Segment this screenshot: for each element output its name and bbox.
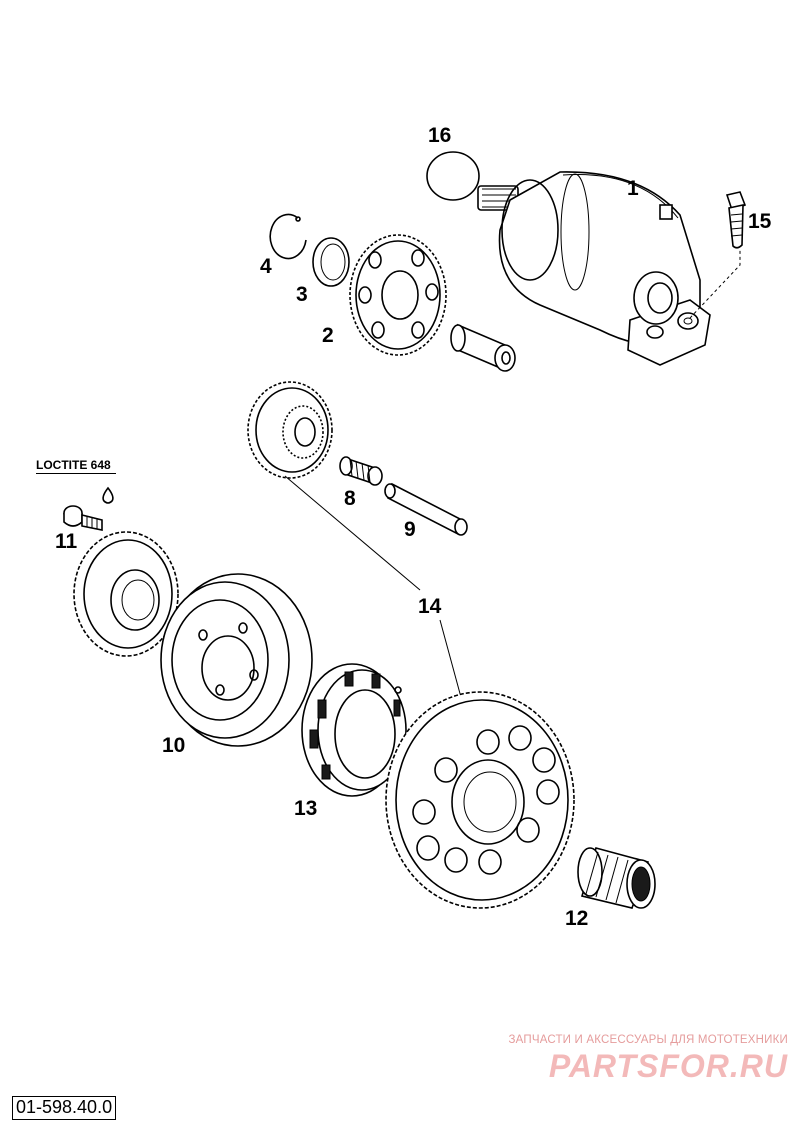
part-label-16: 16 xyxy=(428,124,452,147)
part-label-2: 2 xyxy=(322,324,334,347)
part-15-bolt xyxy=(725,191,747,249)
part-label-8: 8 xyxy=(344,487,356,510)
part-4-circlip xyxy=(269,213,307,260)
part-12-needle-bearing xyxy=(577,847,656,909)
part-1-starter-motor xyxy=(477,171,741,366)
loctite-note: LOCTITE 648 xyxy=(36,458,111,472)
part-label-13: 13 xyxy=(294,797,318,820)
part-label-4: 4 xyxy=(260,255,272,278)
part-10-flywheel-housing xyxy=(160,573,313,747)
part-16-o-ring xyxy=(426,151,480,201)
part-9-shaft xyxy=(384,482,468,536)
part-label-10: 10 xyxy=(162,734,186,757)
watermark-tagline: ЗАПЧАСТИ И АКСЕССУАРЫ ДЛЯ МОТОТЕХНИКИ xyxy=(508,1034,788,1046)
part-11-freewheel-gear xyxy=(73,531,179,657)
loctite-note-underline xyxy=(36,473,116,474)
part-label-12: 12 xyxy=(565,907,589,930)
part-11-screw xyxy=(63,505,103,531)
part-13-freewheel-ring xyxy=(301,663,407,797)
part-8-needle-bearing xyxy=(339,456,383,486)
part-label-1: 1 xyxy=(627,177,639,200)
part-label-14: 14 xyxy=(418,595,442,618)
part-label-9: 9 xyxy=(404,518,416,541)
part-2-gear xyxy=(349,234,447,356)
part-14-intermediate-gear xyxy=(247,381,333,479)
part-label-11: 11 xyxy=(55,530,78,553)
loctite-drop-icon xyxy=(102,486,114,504)
part-3-washer xyxy=(312,237,350,287)
part-14-large-gear xyxy=(385,691,575,909)
watermark-logo: PARTSFOR.RU xyxy=(548,1048,788,1084)
part-label-3: 3 xyxy=(296,283,308,306)
part-label-15: 15 xyxy=(748,210,772,233)
watermark: ЗАПЧАСТИ И АКСЕССУАРЫ ДЛЯ МОТОТЕХНИКИ PA… xyxy=(488,1034,788,1085)
reference-number: 01-598.40.0 xyxy=(12,1096,117,1120)
bushing-sleeve xyxy=(450,323,516,372)
